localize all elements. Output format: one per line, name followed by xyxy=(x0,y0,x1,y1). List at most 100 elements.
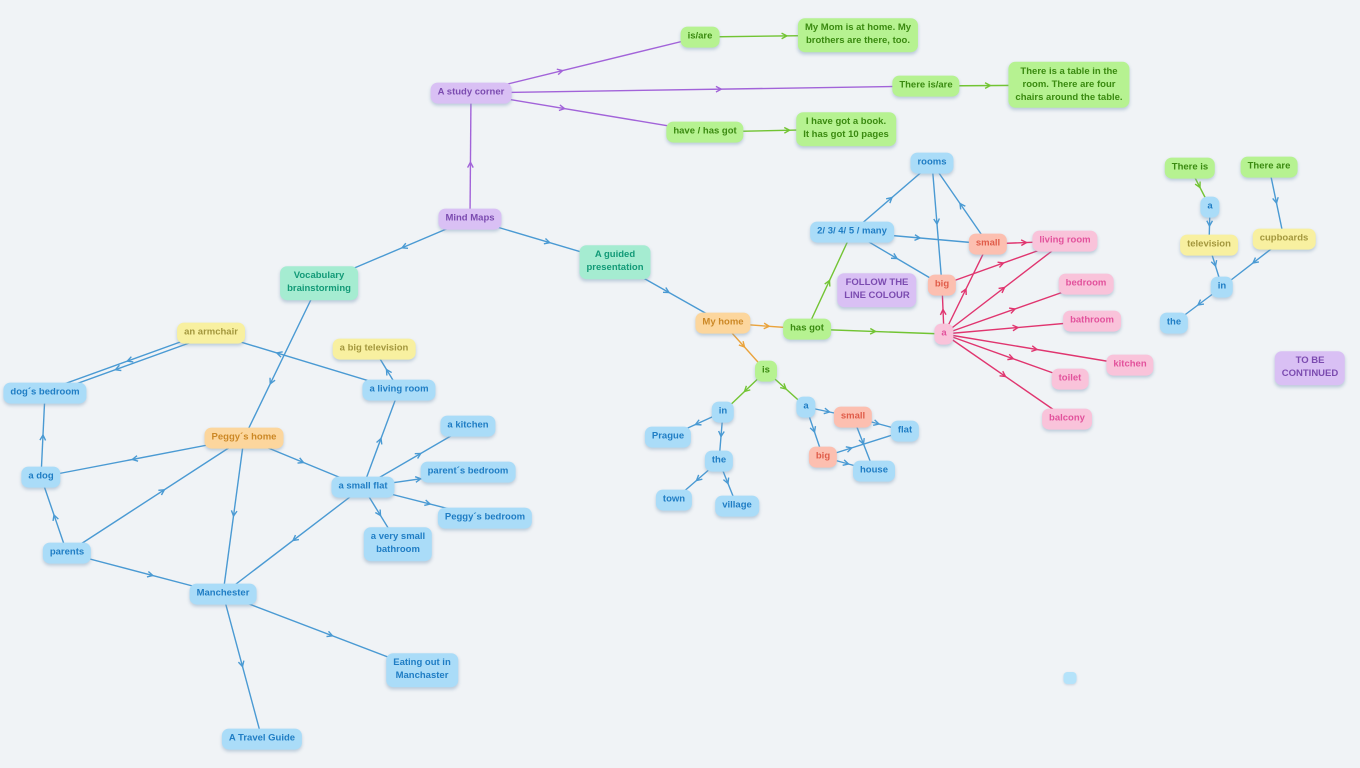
node-a_kitchen[interactable]: a kitchen xyxy=(440,415,496,437)
arrowhead-icon xyxy=(466,160,474,168)
arrowhead-icon xyxy=(960,287,967,296)
node-small_flat[interactable]: a small flat xyxy=(331,476,395,498)
edge-vocab-peggys_home xyxy=(243,282,320,439)
arrowhead-icon xyxy=(715,85,723,93)
arrowhead-icon xyxy=(780,383,788,390)
node-armchair[interactable]: an armchair xyxy=(177,322,245,344)
edge-mind_maps-study_corner xyxy=(469,92,472,220)
node-living_room_l[interactable]: a living room xyxy=(362,379,436,401)
arrowhead-icon xyxy=(1206,220,1214,228)
edge-parents-peggys_home xyxy=(66,437,245,554)
node-travel_guide[interactable]: A Travel Guide xyxy=(221,728,303,750)
node-my_home[interactable]: My home xyxy=(695,312,751,334)
arrowhead-icon xyxy=(556,68,565,76)
node-a_fr[interactable]: a xyxy=(1200,196,1220,218)
node-follow[interactable]: FOLLOW THE LINE COLOUR xyxy=(837,273,917,307)
node-there_is_fr[interactable]: There is xyxy=(1164,157,1216,179)
node-village[interactable]: village xyxy=(715,495,759,517)
node-in_fr[interactable]: in xyxy=(1210,276,1234,298)
arrowhead-icon xyxy=(130,455,139,462)
edge-study_corner-there_is_are xyxy=(470,85,927,94)
node-big_r[interactable]: big xyxy=(927,274,957,296)
arrowhead-icon xyxy=(823,407,831,415)
node-peggys_home[interactable]: Peggy´s home xyxy=(204,427,284,449)
node-peggys_bedroom[interactable]: Peggy´s bedroom xyxy=(437,507,533,529)
arrowhead-icon xyxy=(125,356,134,363)
node-mind_maps[interactable]: Mind Maps xyxy=(438,208,502,230)
arrowhead-icon xyxy=(385,368,393,376)
node-rooms[interactable]: rooms xyxy=(910,152,954,174)
arrowhead-icon xyxy=(717,430,725,438)
node-there_is_are[interactable]: There is/are xyxy=(892,75,960,97)
arrowhead-icon xyxy=(763,322,771,330)
arrowhead-icon xyxy=(291,534,300,542)
node-bathroom_r[interactable]: bathroom xyxy=(1063,310,1121,332)
node-bedroom_r[interactable]: bedroom xyxy=(1058,273,1114,295)
arrowhead-icon xyxy=(52,513,59,522)
node-small_r[interactable]: small xyxy=(968,233,1008,255)
node-is_are[interactable]: is/are xyxy=(680,26,720,48)
node-mom_text[interactable]: My Mom is at home. My brothers are there… xyxy=(797,18,919,52)
node-living_room_r[interactable]: living room xyxy=(1032,230,1098,252)
node-balcony_r[interactable]: balcony xyxy=(1042,408,1092,430)
arrowhead-icon xyxy=(1251,257,1260,264)
node-dogs_bedroom[interactable]: dog´s bedroom xyxy=(3,382,87,404)
node-manchester[interactable]: Manchester xyxy=(189,583,257,605)
node-toilet_r[interactable]: toilet xyxy=(1051,368,1089,390)
arrowhead-icon xyxy=(997,261,1005,268)
node-has_got[interactable]: has got xyxy=(783,318,831,340)
node-parents_bedroom[interactable]: parent´s bedroom xyxy=(420,461,516,483)
node-big_tv[interactable]: a big television xyxy=(332,338,416,360)
arrowhead-icon xyxy=(1031,345,1039,353)
node-cupboards_fr[interactable]: cupboards xyxy=(1252,228,1316,250)
arrowhead-icon xyxy=(842,459,850,466)
arrowhead-icon xyxy=(1012,324,1020,332)
arrowhead-icon xyxy=(738,341,746,349)
node-flat_mid[interactable]: flat xyxy=(890,420,920,442)
node-vs_bathroom[interactable]: a very small bathroom xyxy=(363,527,433,561)
node-a_dog[interactable]: a dog xyxy=(21,466,61,488)
node-guided[interactable]: A guided presentation xyxy=(579,245,651,279)
node-eating_out[interactable]: Eating out in Manchaster xyxy=(386,653,458,687)
node-vocab[interactable]: Vocabulary brainstorming xyxy=(280,266,358,300)
arrowhead-icon xyxy=(824,279,831,287)
arrowhead-icon xyxy=(694,419,702,426)
node-there_are_fr[interactable]: There are xyxy=(1240,156,1298,178)
node-kitchen_r[interactable]: kitchen xyxy=(1106,354,1154,376)
node-study_corner[interactable]: A study corner xyxy=(430,82,512,104)
node-empty_node[interactable] xyxy=(1063,672,1077,684)
arrowhead-icon xyxy=(743,385,751,393)
arrowhead-icon xyxy=(1272,197,1279,205)
arrowhead-icon xyxy=(113,364,122,372)
node-table_text[interactable]: There is a table in the room. There are … xyxy=(1008,61,1130,109)
arrowhead-icon xyxy=(297,457,305,464)
arrowhead-icon xyxy=(376,437,383,445)
node-to_be_continued[interactable]: TO BE CONTINUED xyxy=(1274,351,1346,385)
node-a_mid[interactable]: a xyxy=(796,396,816,418)
arrowhead-icon xyxy=(890,253,899,260)
node-a_r[interactable]: a xyxy=(934,323,954,345)
node-many_2345[interactable]: 2/ 3/ 4/ 5 / many xyxy=(810,221,894,243)
arrowhead-icon xyxy=(146,570,155,578)
node-small_mid[interactable]: small xyxy=(833,406,873,428)
node-the_mid[interactable]: the xyxy=(704,450,734,472)
node-in_mid[interactable]: in xyxy=(711,401,735,423)
node-town[interactable]: town xyxy=(655,489,693,511)
arrowhead-icon xyxy=(1008,307,1017,314)
arrowhead-icon xyxy=(781,32,789,40)
node-television_fr[interactable]: television xyxy=(1180,234,1238,256)
node-house_mid[interactable]: house xyxy=(853,460,895,482)
node-big_mid[interactable]: big xyxy=(808,446,838,468)
node-the_fr[interactable]: the xyxy=(1159,312,1189,334)
arrowhead-icon xyxy=(230,510,238,518)
arrowhead-icon xyxy=(845,446,854,453)
node-prague[interactable]: Prague xyxy=(644,426,692,448)
node-book_text[interactable]: I have got a book. It has got 10 pages xyxy=(796,112,896,146)
arrowhead-icon xyxy=(414,452,423,459)
node-is_mid[interactable]: is xyxy=(755,360,777,382)
arrowhead-icon xyxy=(237,660,245,668)
node-parents[interactable]: parents xyxy=(42,542,92,564)
node-have_has_got[interactable]: have / has got xyxy=(666,121,744,143)
